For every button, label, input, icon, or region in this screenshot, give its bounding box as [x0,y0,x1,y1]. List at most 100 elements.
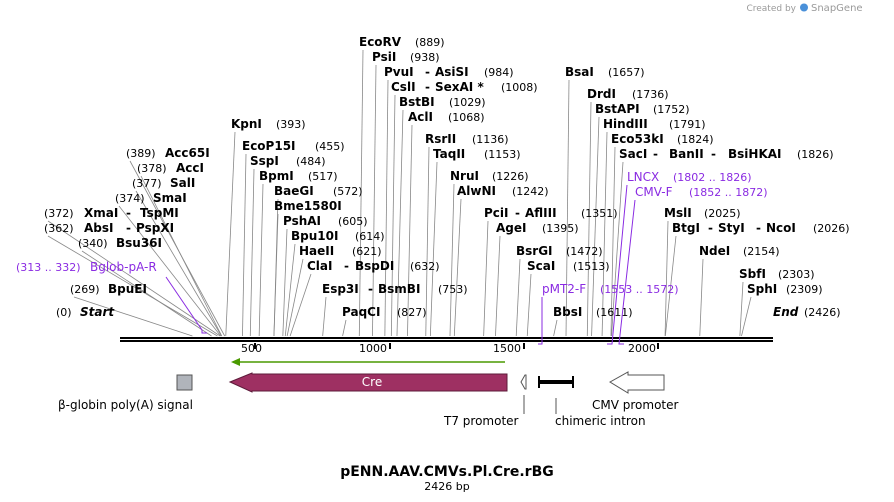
primer-leader-bglob-pa-r [165,276,207,334]
site-leader-nrui [449,183,455,337]
site-leader-bpmi [258,183,264,337]
site-label-taqii[interactable]: TaqII(1153) [433,147,521,161]
site-label-bme1580i[interactable]: Bme1580I [274,199,342,213]
site-label-bbsi[interactable]: BbsI(1611) [553,305,633,319]
site-label-sali[interactable]: (377)SalI [132,176,195,190]
site-label-msli[interactable]: MslI(2025) [664,206,741,220]
site-label-esp3i-bsmbi[interactable]: Esp3I-BsmBI(753) [322,282,468,296]
site-leader-agei [495,235,501,337]
site-label-clai-bspdi[interactable]: ClaI-BspDI(632) [307,259,440,273]
primer-label-bglob-pa-r[interactable]: (313 .. 332)Bglob-pA-R [16,260,157,274]
site-label-bsrgi[interactable]: BsrGI(1472) [516,244,603,258]
site-leader-kpni [225,131,236,337]
site-leader-bme1580i [273,213,279,337]
site-leader-absi [47,235,218,337]
site-leader-esp3i [322,296,327,337]
site-label-pshai[interactable]: PshAI(605) [283,214,368,228]
site-label-bstapi[interactable]: BstAPI(1752) [595,102,690,116]
site-label-ecop15i[interactable]: EcoP15I(455) [242,139,345,153]
site-label-group-right: BsaI(1657) DrdI(1736) BstAPI(1752) HindI… [565,65,850,296]
site-leader-xmai [47,220,221,337]
site-label-pcii-afliii[interactable]: PciI-AflIII(1351) [484,206,618,220]
backbone-top-strand [120,337,773,339]
site-label-absi-pspxi[interactable]: (362)AbsI-PspXI [44,221,174,235]
site-label-bpuei[interactable]: (269)BpuEI [70,282,147,296]
site-label-paqci[interactable]: PaqCI(827) [342,305,427,319]
site-leader-bstapi [591,116,600,337]
snapgene-brand-label: SnapGene [811,3,863,14]
primer-label-pmt2-f[interactable]: pMT2-F(1553 .. 1572) [542,282,679,296]
site-label-ndei[interactable]: NdeI(2154) [699,244,780,258]
snapgene-logo-icon [800,3,808,12]
site-label-smai[interactable]: (374)SmaI [115,191,187,205]
site-leader-alwni [453,198,462,337]
site-label-sspi[interactable]: SspI(484) [250,154,326,168]
feature-cmv-promoter-arrow[interactable] [609,371,665,394]
site-leader-csli [390,94,396,337]
ruler-label-1500: 1500 [493,342,521,355]
site-leader-rsrii [425,146,430,337]
site-leader-eco53ki [610,146,616,337]
feature-chimeric-intron-bar[interactable] [539,380,573,384]
site-leader-bsu36i [81,250,212,337]
site-label-rsrii[interactable]: RsrII(1136) [425,132,509,146]
site-label-acli[interactable]: AclI(1068) [408,110,485,124]
site-label-sphi[interactable]: SphI(2309) [747,282,823,296]
site-label-group-center: EcoRV(889) PsiI(938) PvuI-AsiSI(984) Csl… [359,35,633,319]
site-label-agei[interactable]: AgeI(1395) [496,221,579,235]
site-leader-saci [611,161,624,337]
site-leader-smai [118,205,221,337]
end-label: End [773,305,799,319]
site-label-csli-sexai[interactable]: CslI-SexAI *(1008) [391,80,538,94]
site-label-bstbi[interactable]: BstBI(1029) [399,95,486,109]
site-label-saci-banii-bsihkai[interactable]: SacI-BanII-BsiHKAI(1826) [619,147,834,161]
site-leader-bbsi [553,319,558,337]
site-label-eco53ki[interactable]: Eco53kI(1824) [611,132,714,146]
primer-label-lncx[interactable]: LNCX(1802 .. 1826) [627,170,752,184]
backbone-bottom-strand [120,340,773,342]
feature-bglobin-polya-box[interactable] [176,374,193,391]
ruler: 500 1000 1500 2000 [241,342,659,355]
primer-leader-lncx [607,184,628,345]
site-label-bsai[interactable]: BsaI(1657) [565,65,645,79]
site-label-psii[interactable]: PsiI(938) [372,50,440,64]
feature-label-cmv-promoter: CMV promoter [592,398,679,412]
site-label-acc65i[interactable]: (389)Acc65I [126,146,210,160]
feature-t7-promoter-arrow[interactable] [520,374,527,390]
site-label-xmai-tspmi[interactable]: (372)XmaI-TspMI [44,206,179,220]
primer-group: (313 .. 332)Bglob-pA-R pMT2-F(1553 .. 15… [16,170,768,345]
feature-label-cre: Cre [362,375,382,389]
site-leader-acli [407,124,413,337]
site-leader-drdi [586,101,592,337]
site-label-bpmi[interactable]: BpmI(517) [259,169,338,183]
site-leader-haeii [286,258,304,337]
site-label-hindiii[interactable]: HindIII(1791) [603,117,706,131]
site-leader-bpuei [73,296,193,337]
site-label-bsu36i[interactable]: (340)Bsu36I [78,236,162,250]
site-leader-paqci [342,319,347,337]
site-leader-taqii [429,161,438,337]
feature-label-bglobin-polya: β-globin poly(A) signal [58,398,193,412]
feature-cre-arrow[interactable] [228,372,508,393]
site-label-bpu10i[interactable]: Bpu10I(614) [291,229,385,243]
site-label-pvui-asisi[interactable]: PvuI-AsiSI(984) [384,65,514,79]
site-label-nrui[interactable]: NruI(1226) [450,169,529,183]
site-label-kpni[interactable]: KpnI(393) [231,117,306,131]
site-leader-sphi [741,296,752,337]
primer-label-cmv-f[interactable]: CMV-F(1852 .. 1872) [635,185,768,199]
site-leader-sspi [249,168,255,337]
site-label-sbfi[interactable]: SbfI(2303) [739,267,815,281]
site-label-ecorv[interactable]: EcoRV(889) [359,35,445,49]
site-label-drdi[interactable]: DrdI(1736) [587,87,669,101]
site-label-baegi[interactable]: BaeGI(572) [274,184,363,198]
feature-label-chimeric-intron: chimeric intron [555,414,646,428]
primer-leader-pmt2-f [538,297,543,345]
site-label-acci[interactable]: (378)AccI [137,161,204,175]
site-label-alwni[interactable]: AlwNI(1242) [457,184,549,198]
start-position: (0) [56,306,72,319]
site-label-scai[interactable]: ScaI(1513) [527,259,610,273]
site-label-btgi-styi-ncoi[interactable]: BtgI-StyI-NcoI(2026) [672,221,850,235]
site-label-haeii[interactable]: HaeII(621) [299,244,382,258]
site-leader-psii [372,64,377,337]
site-leader-bpu10i [284,243,296,337]
